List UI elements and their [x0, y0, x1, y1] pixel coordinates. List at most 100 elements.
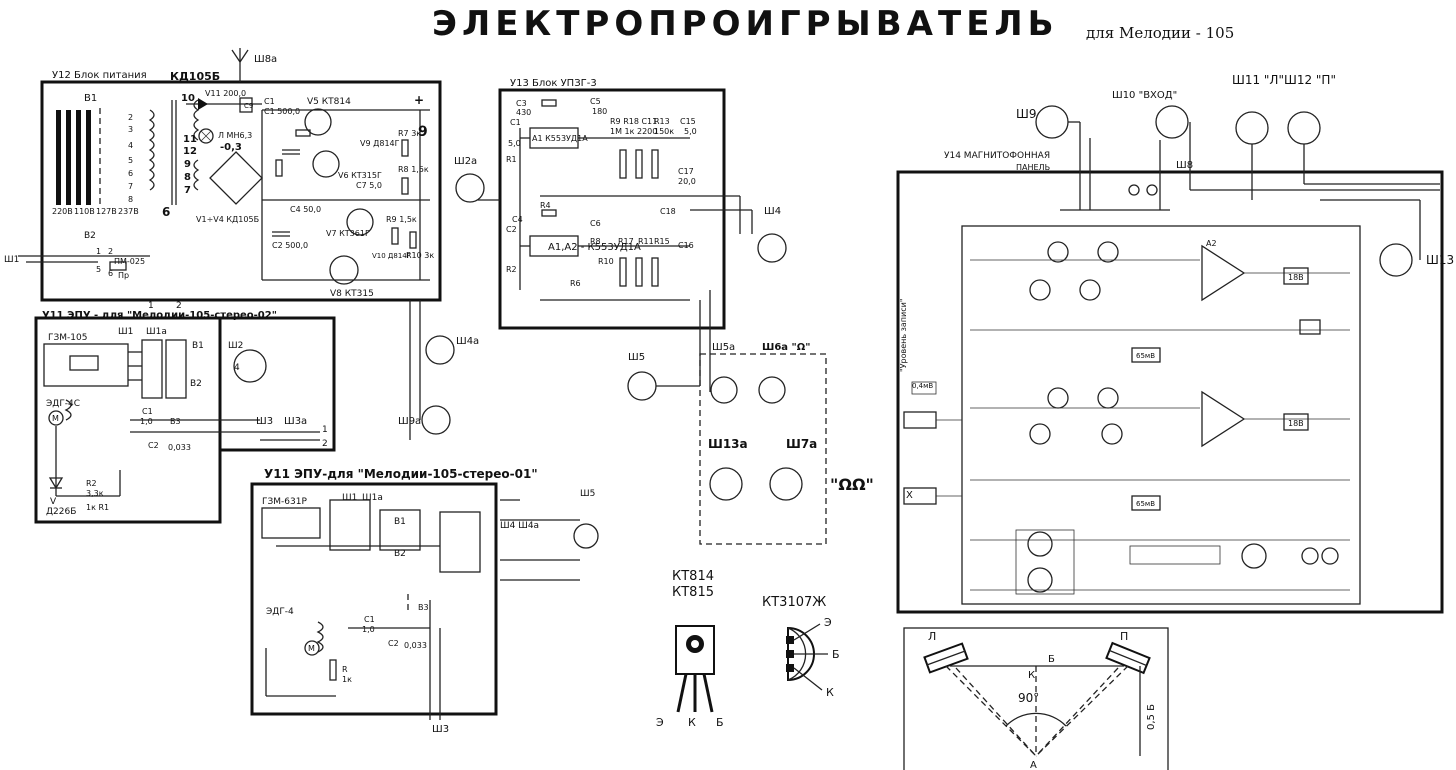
svg-text:Ш4 Ш4а: Ш4 Ш4а: [500, 521, 539, 531]
block-u14-tape-panel: У14 МАГНИТОФОННАЯ ПАНЕЛЬ А2 "Уровень зап…: [896, 73, 1454, 614]
c7-label: С7 5,0: [356, 181, 382, 190]
block-u11-epu-02: У11 ЭПУ - для "Мелодии-105-стерео-02" ГЗ…: [34, 310, 336, 524]
svg-text:3,3к: 3,3к: [86, 489, 104, 498]
channel-1-amp: 18В 65мВ: [970, 241, 1350, 363]
kt3107-pin-k: К: [826, 686, 834, 699]
kt814-pin-b: Б: [716, 716, 724, 729]
svg-text:0,033: 0,033: [168, 443, 191, 452]
svg-text:1,0: 1,0: [362, 625, 375, 634]
conn-sh4a: Ш4а: [456, 336, 479, 347]
svg-text:С2: С2: [148, 441, 159, 450]
u13-label: У13 Блок УПЗГ-3: [510, 78, 597, 89]
kt814-pin-e: Э: [656, 716, 664, 729]
middle-connectors: Ш2а Ш4 Ш4а Ш9а Ш5: [398, 156, 787, 440]
svg-text:Ш5: Ш5: [580, 489, 595, 499]
cartridge-box: [43, 343, 129, 387]
r8-label: R8 1,5к: [398, 165, 429, 174]
svg-text:8: 8: [184, 172, 191, 183]
base-label: Б: [1048, 654, 1055, 665]
svg-text:ПМ-025: ПМ-025: [114, 257, 145, 266]
svg-text:2: 2: [176, 301, 182, 311]
svg-text:1,0: 1,0: [140, 417, 153, 426]
svg-text:Ш1а: Ш1а: [146, 327, 167, 337]
svg-text:R: R: [342, 665, 348, 674]
conn-sh12: Ш12 "П": [1284, 73, 1336, 87]
svg-text:4: 4: [128, 141, 133, 150]
conn-sh5a: Ш5а: [712, 342, 735, 353]
svg-text:V11 200,0: V11 200,0: [205, 89, 246, 98]
svg-text:С1: С1: [364, 615, 375, 624]
svg-text:11: 11: [183, 134, 197, 145]
svg-text:180: 180: [592, 107, 607, 116]
svg-text:6: 6: [108, 269, 113, 278]
svg-text:Л МН6,3: Л МН6,3: [218, 131, 252, 140]
u11b-border: [250, 482, 498, 716]
conn-sh8: Ш8: [1176, 160, 1193, 171]
k-label: К: [1028, 670, 1035, 681]
conn-sh13: Ш13: [1426, 253, 1454, 267]
u13-components: С3 430 С5 180 R9 R18 С11 1М 1к 2200 R13 …: [506, 97, 697, 301]
power-transistors: V5 КТ814 V6 КТ315Г V7 КТ361Г V8 КТ315: [304, 97, 382, 299]
svg-text:В2: В2: [190, 379, 202, 389]
u11b-label: У11 ЭПУ-для "Мелодии-105-стерео-01": [264, 467, 538, 481]
svg-text:5: 5: [128, 156, 133, 165]
c4-label: С4 50,0: [290, 205, 321, 214]
record-level-label: "Уровень записи": [899, 298, 908, 372]
svg-text:1: 1: [148, 301, 154, 311]
svg-text:С3: С3: [516, 99, 527, 108]
u14-inner-board: [961, 225, 1361, 605]
voltage-237: 237В: [118, 207, 139, 216]
conn-sh3a: Ш3а: [284, 416, 307, 427]
connector-sh5-small: [573, 523, 599, 549]
bias-generator: [970, 529, 1350, 595]
stereo-frame: [903, 627, 1169, 770]
conn-sh5: Ш5: [628, 352, 645, 363]
voltage-220: 220В: [52, 207, 73, 216]
svg-text:В1: В1: [192, 341, 204, 351]
u14-sub: ПАНЕЛЬ: [1016, 163, 1050, 172]
svg-text:В3: В3: [170, 417, 181, 426]
svg-text:С4: С4: [512, 215, 523, 224]
kt814-pin-k: К: [688, 716, 696, 729]
svg-text:С16: С16: [678, 241, 694, 250]
svg-text:R1: R1: [506, 155, 517, 164]
motor2-label: ЭДГ-4: [266, 607, 294, 617]
svg-text:С6: С6: [590, 219, 601, 228]
conn-sh10: Ш10 "ВХОД": [1112, 90, 1177, 101]
u12-part: КД105Б: [170, 70, 220, 83]
svg-text:10: 10: [181, 93, 195, 104]
u14-border: [896, 170, 1444, 614]
svg-text:X: X: [906, 490, 913, 501]
svg-text:7: 7: [184, 185, 191, 196]
opamp-type-label: А2: [1206, 239, 1217, 248]
mains-input: Ш1 В2 ПМ-025 Пр 5 6 1 2: [4, 231, 150, 280]
svg-text:R9 R18 С11: R9 R18 С11: [610, 117, 657, 126]
svg-text:12: 12: [183, 146, 197, 157]
svg-text:+: +: [414, 93, 424, 107]
motor-m: [48, 410, 64, 426]
svg-text:18В: 18В: [1288, 419, 1304, 428]
kt3107-pin-e: Э: [824, 616, 832, 629]
svg-text:Ш3: Ш3: [432, 724, 449, 735]
svg-text:С18: С18: [660, 207, 676, 216]
svg-text:0,033: 0,033: [404, 641, 427, 650]
svg-text:2: 2: [108, 247, 113, 256]
psu-components: С1 С1 500,0 С2 500,0 С4 50,0 С7 5,0 R7 3…: [261, 93, 434, 281]
svg-text:-0,3: -0,3: [220, 142, 242, 153]
svg-text:65мВ: 65мВ: [1136, 500, 1155, 508]
omega-box: Ш5а Ш6а "Ω" Ш13а Ш7а "ΩΩ": [699, 342, 874, 545]
svg-text:С5: С5: [590, 97, 601, 106]
svg-text:2: 2: [128, 113, 133, 122]
kt3107-label: КТ3107Ж: [762, 595, 826, 610]
v7-label: V7 КТ361Г: [326, 229, 370, 238]
svg-text:V: V: [50, 497, 57, 507]
svg-text:Ш2: Ш2: [228, 341, 243, 351]
svg-text:65мВ: 65мВ: [1136, 352, 1155, 360]
transformer: 10 11 12 9 8 7 6 2 3 4 5 6 7 8: [128, 93, 200, 219]
svg-text:В1: В1: [394, 517, 406, 527]
svg-text:M: M: [52, 414, 59, 423]
u12-border: [40, 80, 442, 302]
conn-sh7a: Ш7а: [786, 437, 817, 451]
speaker-right-label: П: [1120, 630, 1128, 643]
